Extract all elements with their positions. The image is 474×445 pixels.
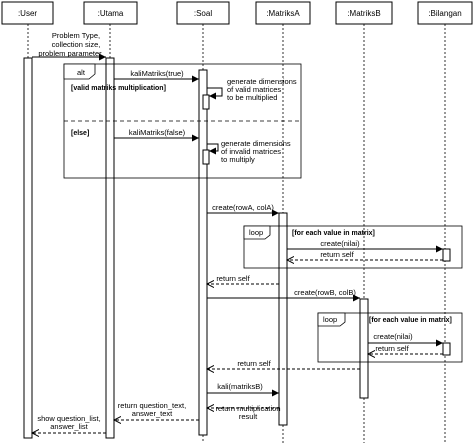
loop-guard-1: [for each value in matrix]	[292, 230, 375, 237]
message-show-question-list-line-1: show question_list,	[37, 414, 100, 423]
message-problem-params-line-2: collection size,	[52, 40, 101, 49]
message-generate-valid: generate dimensions of valid matrices to…	[207, 77, 297, 102]
message-generate-invalid-line-3: to multiply	[221, 155, 255, 164]
message-kalimatriks-false-label: kaliMatriks(false)	[129, 128, 186, 137]
alt-label: alt	[77, 68, 86, 77]
alt-guard-else: [else]	[71, 130, 89, 137]
participant-utama-label: :Utama	[98, 9, 124, 18]
message-kali-matriksb: kali(matriksB)	[207, 382, 279, 397]
message-kali-matriksb-label: kali(matriksB)	[217, 382, 263, 391]
message-create-rowb-colb-label: create(rowB, colB)	[294, 288, 356, 297]
message-return-question-answer-line-2: answer_text	[132, 409, 173, 418]
message-return-self-3: return self	[368, 344, 443, 354]
message-return-self-1-label: return self	[320, 250, 354, 259]
participant-user: :User	[1, 1, 54, 25]
message-create-nilai-1-label: create(nilai)	[320, 239, 360, 248]
alt-guard-valid: [valid matriks multiplication]	[71, 85, 166, 92]
message-return-self-2-label: return self	[216, 274, 250, 283]
message-return-question-answer-line-1: return question_text,	[118, 401, 186, 410]
message-create-rowa-cola-label: create(rowA, colA)	[212, 203, 274, 212]
activation-matriksb	[359, 298, 369, 399]
message-show-question-list: show question_list, answer_list	[32, 414, 106, 433]
participant-matriksa: :MatriksA	[255, 1, 311, 25]
activation-soal	[198, 69, 208, 436]
message-generate-valid-line-3: to be multiplied	[227, 93, 277, 102]
participant-matriksa-label: :MatriksA	[266, 9, 300, 18]
message-create-nilai-2-label: create(nilai)	[373, 332, 413, 341]
loop-label-2: loop	[323, 315, 337, 324]
participant-soal: :Soal	[176, 1, 230, 25]
loop-fragment-2: loop [for each value in matrix]	[317, 312, 463, 363]
loop-fragment-1: loop [for each value in matrix]	[243, 225, 463, 269]
message-problem-params-line-3: problem parameter	[38, 49, 102, 58]
participant-bilangan-label: :Bilangan	[428, 9, 461, 18]
message-return-multiplication-line-2: result	[239, 412, 258, 421]
message-show-question-list-line-2: answer_list	[50, 422, 88, 431]
message-return-self-4: return self	[207, 359, 360, 369]
message-generate-valid-line-2: of valid matrices	[227, 85, 281, 94]
loop-guard-2: [for each value in matrix]	[369, 317, 452, 324]
participant-bilangan: :Bilangan	[417, 1, 473, 25]
message-generate-invalid-line-2: of invalid matrices	[221, 147, 281, 156]
message-return-self-4-label: return self	[237, 359, 271, 368]
message-generate-valid-line-1: generate dimensions	[227, 77, 297, 86]
participant-matriksb: :MatriksB	[335, 1, 393, 25]
participant-utama: :Utama	[83, 1, 138, 25]
message-create-nilai-2: create(nilai)	[368, 332, 443, 347]
message-kalimatriks-false: kaliMatriks(false)	[114, 128, 199, 142]
message-return-self-1: return self	[287, 250, 443, 260]
participant-soal-label: :Soal	[194, 9, 212, 18]
loop-label-1: loop	[249, 228, 263, 237]
message-generate-invalid: generate dimensions of invalid matrices …	[207, 139, 291, 164]
activation-matriksa	[278, 212, 288, 426]
message-generate-invalid-line-1: generate dimensions	[221, 139, 291, 148]
message-return-multiplication: return multiplication result	[207, 404, 281, 421]
message-create-nilai-1: create(nilai)	[287, 239, 443, 253]
message-create-rowb-colb: create(rowB, colB)	[207, 288, 360, 302]
message-return-question-answer: return question_text, answer_text	[114, 401, 199, 420]
message-problem-params-line-1: Problem Type,	[52, 31, 100, 40]
message-return-self-3-label: return self	[375, 344, 409, 353]
participant-matriksb-label: :MatriksB	[347, 9, 380, 18]
activation-soal-self-2	[202, 149, 210, 165]
message-return-multiplication-line-1: return multiplication	[215, 404, 280, 413]
participant-user-label: :User	[18, 9, 37, 18]
activation-utama	[105, 57, 115, 439]
activation-bilangan-2	[442, 342, 451, 356]
message-problem-params: Problem Type, collection size, problem p…	[32, 31, 106, 61]
message-create-rowa-cola: create(rowA, colA)	[207, 203, 279, 217]
message-kalimatriks-true-label: kaliMatriks(true)	[130, 69, 184, 78]
message-return-self-2: return self	[207, 274, 279, 284]
activation-soal-self-1	[202, 94, 210, 110]
activation-bilangan-1	[442, 248, 451, 262]
alt-fragment: alt [valid matriks multiplication] [else…	[63, 63, 302, 179]
activation-user	[23, 57, 33, 439]
message-kalimatriks-true: kaliMatriks(true)	[114, 69, 199, 83]
